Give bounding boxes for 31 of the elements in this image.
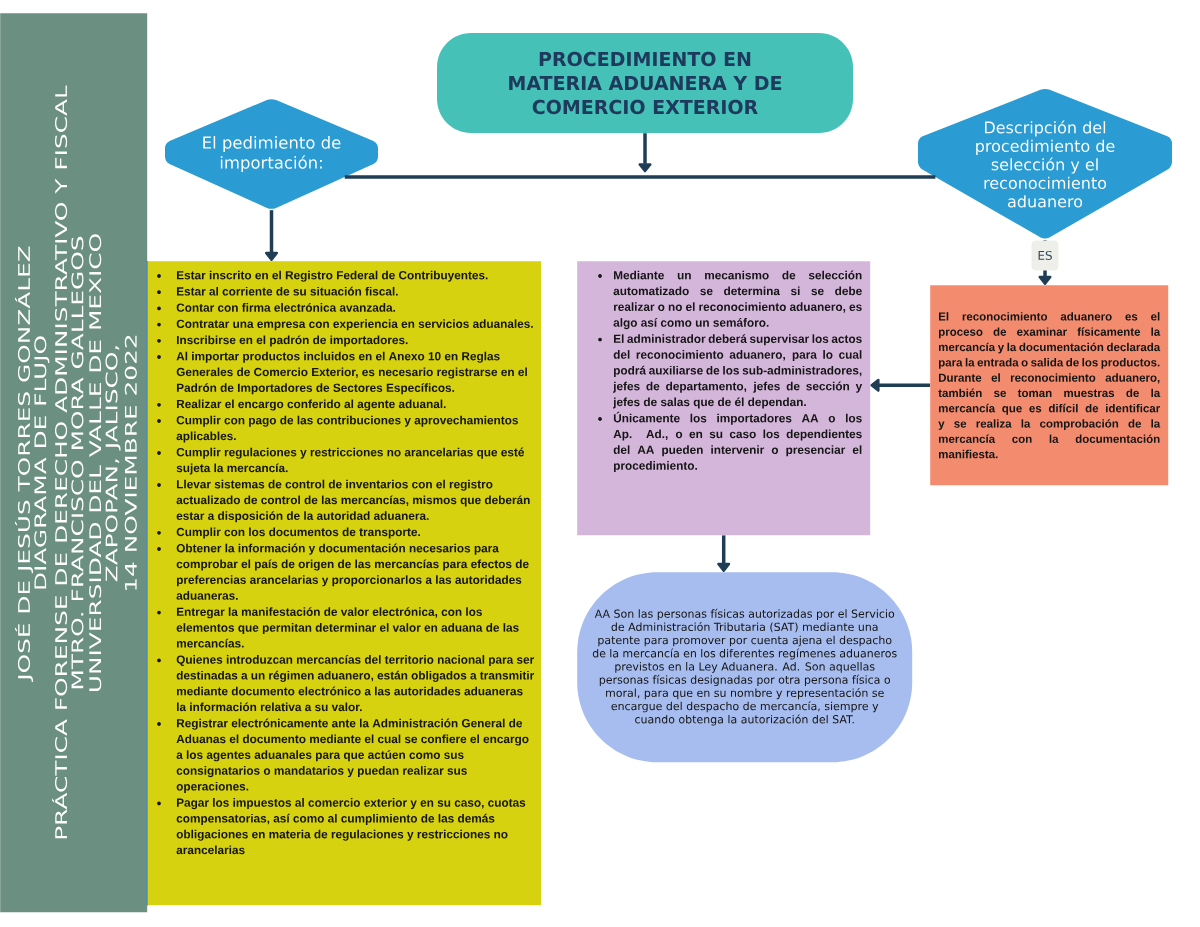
list-item: Inscribirse en el padrón de importadores. xyxy=(177,335,408,347)
list-item: Contar con firma electrónica avanzada. xyxy=(176,303,396,312)
list-item: Pagar los impuestos al comercio exterior y en su caso, cuotas compensatorias, así como al cumplimiento de las demás obligaciones en materia de regulaciones y restricciones no arancelarias xyxy=(176,798,526,855)
list-item: Cumplir regulaciones y restricciones no arancelarias que esté sujeta la mercancía. xyxy=(176,447,524,475)
list-item: Únicamente los importadores AA o los Ap. Ad., o en su caso los dependientes del AA pueden intervenir o presenciar el procedimiento. xyxy=(613,411,862,473)
title-box: PROCEDIMIENTO EN MATERIA ADUANERA Y DE COMERCIO EXTERIOR xyxy=(437,33,853,133)
list-item: Estar al corriente de su situación fiscal. xyxy=(177,286,398,296)
sidebar-text: JOSÉ DE JESÚS TORRES GONZÁLEZ xyxy=(15,246,33,682)
list-item: Mediante un mecanismo de selección automatizado se determina si se debe realizar o no el reconocimiento aduanero, es algo así como un semáforo. xyxy=(613,270,862,330)
sidebar-text: UNIVERSIDAD DEL VALLE DE MEXICO xyxy=(89,234,102,692)
list-item: Registrar electrónicamente ante la Administración General de Aduanas el documento mediante el cual se confiere el encargo a los agentes aduanales para que actúen como sus consignatarios o mandatarios y puedan realizar sus operaciones. xyxy=(176,718,529,793)
list-item: Quienes introduzcan mercancías del territorio nacional para ser destinadas a un régimen aduanero, están obligados a transmitir mediante documento electrónico a las autoridades aduaneras la información relativa a su valor. xyxy=(176,655,534,712)
edge-label: ES xyxy=(1031,240,1059,271)
list-item: Entregar la manifestación de valor electrónica, con los elementos que permitan determinar el valor en aduana de las mercancías. xyxy=(176,607,519,648)
list-item: Llevar sistemas de control de inventarios con el registro actualizado de control de las mercancías, mismos que deberán estar a disposición de la autoridad aduanera. xyxy=(176,479,530,523)
sidebar-text: ZAPOPAN, JALISCO, xyxy=(105,346,121,582)
list-item: Realizar el encargo conferido al agente aduanal. xyxy=(177,399,446,411)
sidebar-text: 14 NOVIEMBRE 2022 xyxy=(124,335,137,590)
sidebar-text: MTRO. FRANCISCO MORA GALLEGOS xyxy=(71,236,84,689)
list-item: El administrador deberá supervisar los actos del reconocimiento aduanero, para lo cual podrá auxiliarse de los sub-administradores, jefes de departamento, jefes de sección y jefes de salas que de él dependan. xyxy=(613,334,863,409)
text-box: El reconocimiento aduanero es el proceso de examinar físicamente la mercancía y la documentación declarada para la entrada o salida de los productos. Durante el reconocimiento aduanero, también se toman muestras de la mercancía que es difícil de identificar y se realiza la comprobación de la mercancía con la documentación manifiesta. xyxy=(930,285,1169,486)
sidebar-text: PRÁCTICA FORENSE DE DERECHO ADMINISTRATIVO Y FISCAL xyxy=(52,85,68,839)
hexagon-box: El pedimiento de importación: xyxy=(165,99,378,209)
list-item: Al importar productos incluidos en el Anexo 10 en Reglas Generales de Comercio Exterior, es necesario registrarse en el Padrón de Importadores de Sectores Específicos. xyxy=(176,351,527,395)
list-item: Cumplir con pago de las contribuciones y aprovechamientos aplicables. xyxy=(176,415,518,443)
list-item: Estar inscrito en el Registro Federal de Contribuyentes. xyxy=(177,270,488,282)
list-item: Obtener la información y documentación necesarios para comprobar el país de origen de las mercancías para efectos de preferencias arancelarias y proporcionarlos a las autoridades aduaneras. xyxy=(176,543,529,600)
hexagon-box: Descripción del procedimiento de selección y el reconocimiento aduanero xyxy=(918,89,1172,239)
list-item: Contratar una empresa con experiencia en servicios aduanales. xyxy=(176,319,533,331)
list-item: Cumplir con los documentos de transporte. xyxy=(176,527,420,539)
sidebar-text: DIAGRAMA DE FLUJO xyxy=(34,336,50,589)
